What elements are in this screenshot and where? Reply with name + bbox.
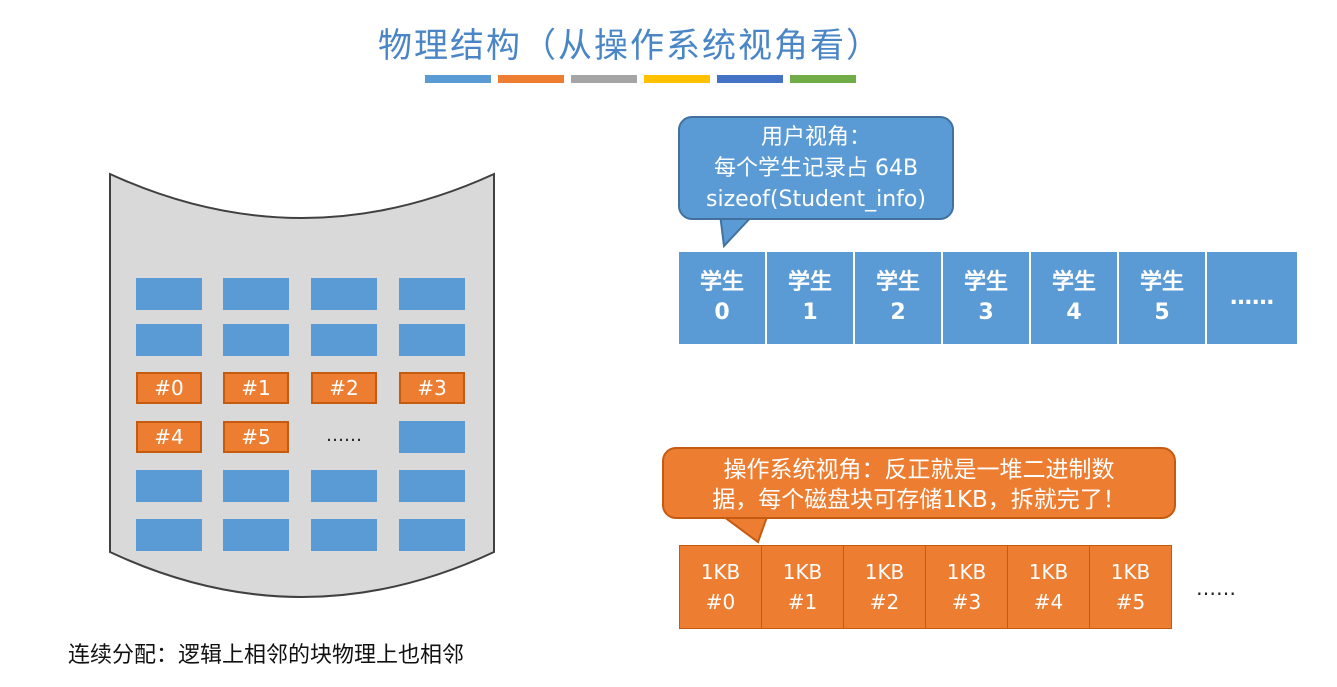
disk-block bbox=[136, 519, 202, 551]
disk-block bbox=[223, 278, 289, 310]
student-label: 学生 bbox=[1051, 270, 1096, 295]
kb-block-id: #1 bbox=[787, 590, 818, 614]
disk-block bbox=[223, 324, 289, 356]
student-index: 0 bbox=[714, 300, 730, 325]
color-bar-segment bbox=[425, 75, 491, 83]
kb-block: 1KB #0 bbox=[679, 545, 762, 629]
disk-block-used: #0 bbox=[136, 372, 202, 404]
disk-block bbox=[136, 470, 202, 502]
disk-block bbox=[223, 519, 289, 551]
student-ellipsis: …… bbox=[1230, 285, 1274, 310]
disk-block bbox=[136, 324, 202, 356]
kb-block-size: 1KB bbox=[782, 560, 823, 584]
student-label: 学生 bbox=[1139, 270, 1184, 295]
os-view-callout: 操作系统视角：反正就是一堆二进制数 据，每个磁盘块可存储1KB，拆就完了！ bbox=[662, 447, 1176, 519]
disk-block bbox=[223, 470, 289, 502]
disk-block bbox=[399, 324, 465, 356]
color-bar-segment bbox=[498, 75, 564, 83]
disk-block-used: #1 bbox=[223, 372, 289, 404]
disk-block bbox=[311, 278, 377, 310]
kb-block-id: #2 bbox=[869, 590, 900, 614]
page-title: 物理结构（从操作系统视角看） bbox=[378, 26, 882, 66]
disk-block bbox=[399, 278, 465, 310]
kb-block: 1KB #1 bbox=[761, 545, 844, 629]
student-index: 2 bbox=[890, 300, 906, 325]
kb-block-id: #0 bbox=[705, 590, 736, 614]
kb-block-id: #5 bbox=[1115, 590, 1146, 614]
student-record-row: 学生 0 学生 1 学生 2 学生 3 学生 4 学生 5 …… bbox=[679, 252, 1297, 344]
student-record: 学生 5 bbox=[1119, 252, 1207, 344]
kb-ellipsis: …… bbox=[1196, 576, 1236, 600]
student-label: 学生 bbox=[787, 270, 832, 295]
user-view-sizeof: sizeof(Student_info) bbox=[706, 187, 926, 212]
student-record: 学生 2 bbox=[855, 252, 943, 344]
os-view-line-1: 操作系统视角：反正就是一堆二进制数 bbox=[723, 457, 1115, 483]
disk-cylinder: #0 #1 #2 #3 #4 #5 …… bbox=[108, 172, 496, 612]
student-record: 学生 4 bbox=[1031, 252, 1119, 344]
kb-block: 1KB #4 bbox=[1007, 545, 1090, 629]
student-index: 3 bbox=[978, 300, 994, 325]
user-view-callout: 用户视角： 每个学生记录占 64B sizeof(Student_info) bbox=[678, 116, 954, 220]
student-record: 学生 3 bbox=[943, 252, 1031, 344]
kb-block-size: 1KB bbox=[946, 560, 987, 584]
kb-block-size: 1KB bbox=[1028, 560, 1069, 584]
student-label: 学生 bbox=[699, 270, 744, 295]
disk-block-used: #2 bbox=[311, 372, 377, 404]
kb-block-size: 1KB bbox=[700, 560, 741, 584]
color-bar-segment bbox=[571, 75, 637, 83]
student-index: 4 bbox=[1066, 300, 1082, 325]
student-index: 1 bbox=[802, 300, 818, 325]
student-record: 学生 1 bbox=[767, 252, 855, 344]
kb-block: 1KB #2 bbox=[843, 545, 926, 629]
disk-block-used: #4 bbox=[136, 421, 202, 453]
disk-block bbox=[399, 519, 465, 551]
disk-block bbox=[136, 278, 202, 310]
user-view-record-size: 每个学生记录占 64B bbox=[713, 156, 919, 181]
kb-block-id: #3 bbox=[951, 590, 982, 614]
disk-ellipsis: …… bbox=[326, 425, 362, 446]
color-bar bbox=[425, 75, 856, 83]
os-view-line-2: 据，每个磁盘块可存储1KB，拆就完了！ bbox=[712, 487, 1126, 513]
color-bar-segment bbox=[717, 75, 783, 83]
kb-block: 1KB #5 bbox=[1089, 545, 1172, 629]
student-index: 5 bbox=[1154, 300, 1170, 325]
disk-block bbox=[399, 470, 465, 502]
disk-block bbox=[311, 519, 377, 551]
color-bar-segment bbox=[644, 75, 710, 83]
disk-block bbox=[399, 421, 465, 453]
kb-block-size: 1KB bbox=[1110, 560, 1151, 584]
kb-block: 1KB #3 bbox=[925, 545, 1008, 629]
student-label: 学生 bbox=[963, 270, 1008, 295]
student-label: 学生 bbox=[875, 270, 920, 295]
disk-shape bbox=[109, 172, 495, 598]
disk-block bbox=[311, 470, 377, 502]
footnote: 连续分配：逻辑上相邻的块物理上也相邻 bbox=[68, 643, 465, 668]
color-bar-segment bbox=[790, 75, 856, 83]
disk-block-used: #5 bbox=[223, 421, 289, 453]
disk-block-used: #3 bbox=[399, 372, 465, 404]
kb-block-id: #4 bbox=[1033, 590, 1064, 614]
student-record-ellipsis: …… bbox=[1207, 252, 1297, 344]
user-view-heading: 用户视角： bbox=[760, 125, 871, 150]
kb-block-row: 1KB #0 1KB #1 1KB #2 1KB #3 1KB #4 1KB #… bbox=[679, 545, 1172, 629]
disk-block bbox=[311, 324, 377, 356]
student-record: 学生 0 bbox=[679, 252, 767, 344]
kb-block-size: 1KB bbox=[864, 560, 905, 584]
